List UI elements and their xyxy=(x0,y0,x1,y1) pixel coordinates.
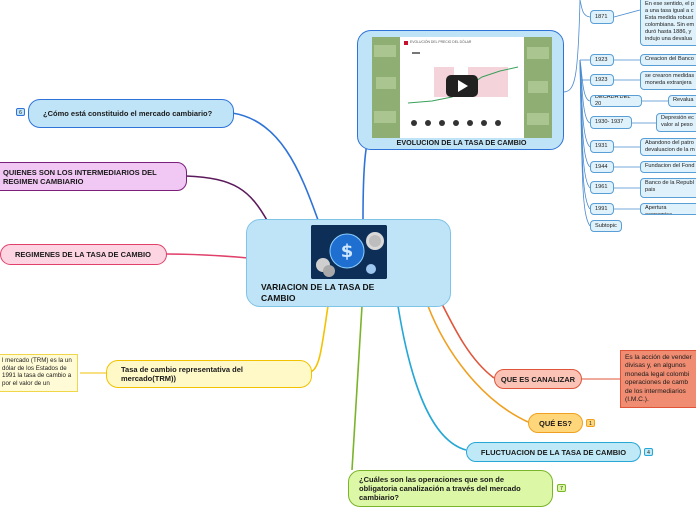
currency-globe-coins-image: $ xyxy=(311,225,387,279)
timeline-event[interactable]: oro para ese mome En ese sentido, el p a… xyxy=(640,0,696,46)
que-es-canalizar-note: Es la acción de vender divisas y, en alg… xyxy=(620,350,696,408)
que-es-canalizar-label: QUE ES CANALIZAR xyxy=(500,374,576,384)
operaciones-label: ¿Cuáles son las operaciones que son de o… xyxy=(359,475,521,502)
trm-node[interactable]: Tasa de cambio representativa del mercad… xyxy=(106,360,312,388)
timeline-year[interactable]: DECADA DEL 20 xyxy=(590,95,642,107)
que-es-label: QUÉ ES? xyxy=(539,418,572,428)
link-como-constituido xyxy=(231,112,319,221)
timeline-event[interactable]: Abandono del patro devaluacion de la m xyxy=(640,138,696,156)
link-que-es-canalizar xyxy=(439,299,495,379)
timeline-year[interactable]: 1931 xyxy=(590,140,614,153)
que-es-badge: 1 xyxy=(586,419,595,427)
central-title: VARIACION DE LA TASA DE CAMBIO xyxy=(261,282,375,303)
que-es-node[interactable]: QUÉ ES? xyxy=(528,413,583,433)
timeline-event[interactable]: Banco de la Republ pais xyxy=(640,178,696,198)
fluctuacion-node[interactable]: FLUCTUACION DE LA TASA DE CAMBIO xyxy=(466,442,641,462)
timeline-year[interactable]: 1930- 1937 xyxy=(590,116,632,129)
timeline-event[interactable]: Fundacion del Fond xyxy=(640,161,696,173)
video-title: EVOLUCIÓN DEL PRECIO DEL DÓLAR xyxy=(410,40,472,44)
video-thumbnail[interactable]: EVOLUCIÓN DEL PRECIO DEL DÓLAR xyxy=(372,37,552,138)
trm-note: l mercado (TRM) es la un dólar de los Es… xyxy=(0,354,78,392)
timeline-year[interactable]: 1991 xyxy=(590,203,614,215)
como-constituido-badge: 6 xyxy=(16,108,25,116)
link-operaciones xyxy=(351,305,363,471)
regimenes-label: REGIMENES DE LA TASA DE CAMBIO xyxy=(15,250,151,259)
timeline-event[interactable]: se crearon medidas moneda extranjera xyxy=(640,71,696,90)
link-evolucion xyxy=(362,139,369,221)
timeline-year[interactable]: 1923 xyxy=(590,54,614,66)
link-regimenes xyxy=(165,253,249,259)
timeline-year[interactable]: 1871 xyxy=(590,10,614,24)
regimenes-node[interactable]: REGIMENES DE LA TASA DE CAMBIO xyxy=(0,244,167,265)
timeline-event[interactable]: Revalua xyxy=(668,95,696,107)
fluctuacion-badge: 4 xyxy=(644,448,653,456)
link-trm xyxy=(309,305,329,373)
evolucion-label: EVOLUCION DE LA TASA DE CAMBIO xyxy=(396,138,527,147)
timeline-event[interactable]: Apertura economica xyxy=(640,203,696,215)
timeline-year[interactable]: 1961 xyxy=(590,181,614,194)
que-es-canalizar-node[interactable]: QUE ES CANALIZAR xyxy=(494,369,582,389)
link-fluctuacion xyxy=(397,305,467,451)
trm-label: Tasa de cambio representativa del mercad… xyxy=(121,365,243,383)
timeline-year[interactable]: Subtopic xyxy=(590,220,622,232)
intermediarios-node[interactable]: QUIENES SON LOS INTERMEDIARIOS DEL REGIM… xyxy=(0,162,187,191)
central-topic[interactable]: $ VARIACION DE LA TASA DE CAMBIO xyxy=(246,219,451,307)
operaciones-badge: 7 xyxy=(557,484,566,492)
timeline-year[interactable]: 1944 xyxy=(590,161,614,173)
link-intermediarios xyxy=(185,175,269,223)
svg-text:$: $ xyxy=(341,241,354,262)
link-que-es xyxy=(427,305,529,423)
fluctuacion-label: FLUCTUACION DE LA TASA DE CAMBIO xyxy=(480,447,627,457)
como-constituido-label: ¿Cómo está constituido el mercado cambia… xyxy=(43,109,213,118)
como-constituido-node[interactable]: ¿Cómo está constituido el mercado cambia… xyxy=(28,99,234,128)
operaciones-node[interactable]: ¿Cuáles son las operaciones que son de o… xyxy=(348,470,553,507)
timeline-event[interactable]: Creacion del Banco xyxy=(640,54,696,66)
evolucion-node[interactable]: EVOLUCIÓN DEL PRECIO DEL DÓLAR EVOLUCION… xyxy=(357,30,564,150)
timeline-event[interactable]: Depresión ec valor al peso xyxy=(656,113,696,132)
intermediarios-label: QUIENES SON LOS INTERMEDIARIOS DEL REGIM… xyxy=(3,167,157,186)
timeline-year[interactable]: 1923 xyxy=(590,74,614,86)
